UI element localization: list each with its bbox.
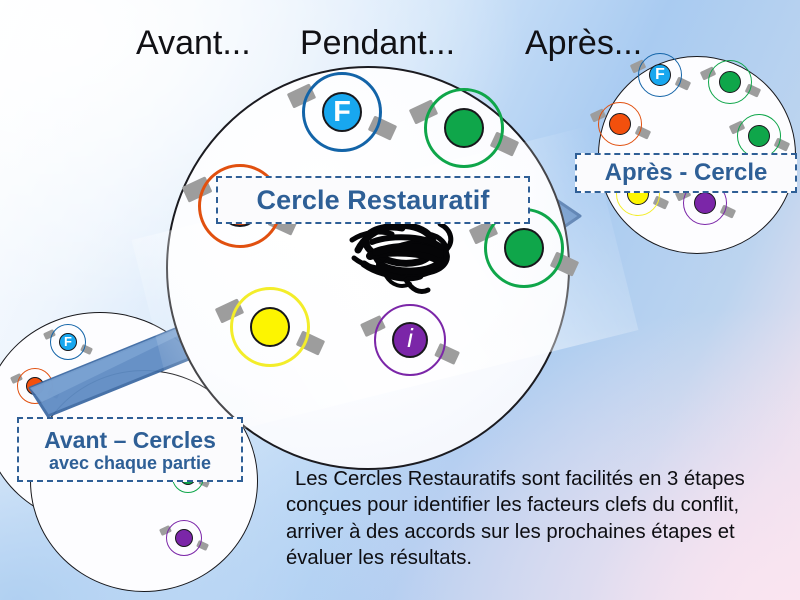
phase-heading-pendant: Pendant... <box>300 24 456 62</box>
after-circle-green-right-marker <box>728 111 790 162</box>
seat-ring <box>49 323 86 360</box>
seat-ring <box>373 303 446 376</box>
participant-seat-green-top <box>444 108 484 148</box>
restorative-circle-purple-info-marker: i <box>360 299 460 382</box>
participant-seat-facilitator: F <box>648 63 671 86</box>
seat-ring <box>637 52 682 97</box>
phase-heading-apres: Après... <box>525 24 643 62</box>
participant-seat-facilitator: F <box>58 332 77 351</box>
seat-ring <box>597 101 642 146</box>
participant-seat-orange-left <box>608 112 631 135</box>
before-circle-purple-marker <box>159 517 209 558</box>
after-circle-orange-left-marker <box>589 99 651 150</box>
label-avant-line2: avec chaque partie <box>48 452 212 473</box>
label-avant-cercles: Avant – Cercles avec chaque partie <box>17 417 243 482</box>
seat-ring <box>230 287 310 367</box>
label-avant-line1: Avant – Cercles <box>44 427 216 453</box>
seat-ring <box>707 59 752 104</box>
after-circle-facilitator-marker: F <box>629 50 691 101</box>
label-cercle-restauratif-text: Cercle Restauratif <box>256 184 490 215</box>
explanatory-paragraph-text: Les Cercles Restauratifs sont facilités … <box>286 468 745 570</box>
participant-seat-green-top <box>718 70 741 93</box>
label-apres-cercle: Après - Cercle <box>575 153 797 193</box>
label-apres-cercle-text: Après - Cercle <box>604 159 768 186</box>
conflict-scribble-icon <box>349 221 454 295</box>
phase-heading-avant: Avant... <box>136 24 251 62</box>
participant-seat-purple-info: i <box>391 321 428 358</box>
participant-seat-purple <box>174 528 193 547</box>
before-circle-facilitator-marker: F <box>43 321 93 362</box>
after-circle-green-top-marker <box>699 57 761 108</box>
restorative-circle-facilitator-marker: F <box>286 66 398 158</box>
participant-seat-purple-info <box>693 191 716 214</box>
seat-ring <box>424 88 504 168</box>
participant-seat-green-right <box>504 228 544 268</box>
seat-ring <box>302 72 382 152</box>
participant-seat-yellow-left <box>250 307 290 347</box>
participant-seat-facilitator: F <box>322 92 362 132</box>
restorative-circle-yellow-left-marker <box>214 281 326 373</box>
seat-ring <box>165 519 202 556</box>
restorative-circle-green-top-marker <box>408 82 520 174</box>
participant-seat-green-right <box>747 124 770 147</box>
label-cercle-restauratif: Cercle Restauratif <box>216 176 530 224</box>
explanatory-paragraph: Les Cercles Restauratifs sont facilités … <box>286 466 786 572</box>
